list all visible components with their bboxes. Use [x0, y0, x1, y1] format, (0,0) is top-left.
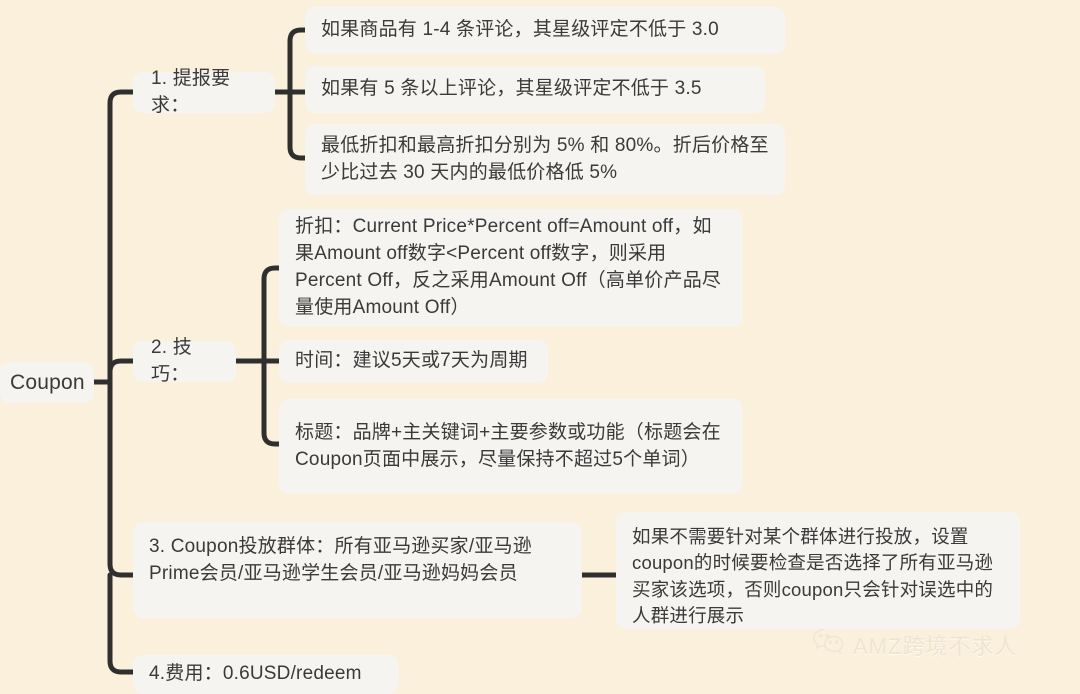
branch-node-1[interactable]: 1. 提报要求： [133, 68, 275, 116]
leaf-node-2-3-text: 标题：品牌+主关键词+主要参数或功能（标题会在Coupon页面中展示，尽量保持不… [295, 421, 721, 470]
branch-node-2[interactable]: 2. 技巧： [133, 337, 236, 385]
link-branch-3 [107, 358, 136, 578]
leaf-node-1-3[interactable]: 最低折扣和最高折扣分别为 5% 和 80%。折后价格至少比过去 30 天内的最低… [305, 124, 785, 195]
leaf-node-2-3[interactable]: 标题：品牌+主关键词+主要参数或功能（标题会在Coupon页面中展示，尽量保持不… [279, 399, 743, 494]
link-spine-top [110, 92, 133, 672]
leaf-node-2-2-text: 时间：建议5天或7天为周期 [295, 350, 528, 372]
leaf-node-2-1-text: 折扣：Current Price*Percent off=Amount off，… [295, 216, 722, 318]
leaf-node-2-1[interactable]: 折扣：Current Price*Percent off=Amount off，… [279, 209, 743, 327]
leaf-node-1-2-text: 如果有 5 条以上评论，其星级评定不低于 3.5 [321, 78, 702, 100]
link-branch-4 [107, 572, 136, 675]
watermark-text: AMZ跨境不求人 [853, 634, 1018, 659]
leaf-node-1-2[interactable]: 如果有 5 条以上评论，其星级评定不低于 3.5 [305, 66, 765, 113]
leaf-node-3-1[interactable]: 如果不需要针对某个群体进行投放，设置coupon的时候要检查是否选择了所有亚马逊… [616, 512, 1020, 629]
leaf-node-1-1-text: 如果商品有 1-4 条评论，其星级评定不低于 3.0 [321, 19, 719, 41]
branch-node-4-label: 4.费用：0.6USD/redeem [149, 663, 362, 685]
root-node-label: Coupon [10, 370, 85, 394]
root-node[interactable]: Coupon [0, 362, 94, 403]
watermark: AMZ跨境不求人 [812, 628, 1017, 662]
leaf-node-1-3-text: 最低折扣和最高折扣分别为 5% 和 80%。折后价格至少比过去 30 天内的最低… [321, 134, 769, 183]
branch-node-1-label: 1. 提报要求： [151, 67, 231, 116]
branch-node-4[interactable]: 4.费用：0.6USD/redeem [133, 655, 399, 694]
leaf-node-3-1-text: 如果不需要针对某个群体进行投放，设置coupon的时候要检查是否选择了所有亚马逊… [632, 526, 994, 626]
leaf-node-1-1[interactable]: 如果商品有 1-4 条评论，其星级评定不低于 3.0 [305, 7, 785, 54]
branch-node-3[interactable]: 3. Coupon投放群体：所有亚马逊买家/亚马逊Prime会员/亚马逊学生会员… [133, 522, 582, 618]
link-branch-1 [107, 89, 136, 364]
link-b1-bracket [287, 27, 308, 161]
wechat-icon [812, 628, 846, 662]
link-b2-bracket [261, 265, 282, 447]
branch-node-2-label: 2. 技巧： [151, 336, 192, 385]
link-branch-2 [107, 358, 136, 375]
branch-node-3-label: 3. Coupon投放群体：所有亚马逊买家/亚马逊Prime会员/亚马逊学生会员… [149, 536, 532, 584]
leaf-node-2-2[interactable]: 时间：建议5天或7天为周期 [279, 340, 548, 383]
